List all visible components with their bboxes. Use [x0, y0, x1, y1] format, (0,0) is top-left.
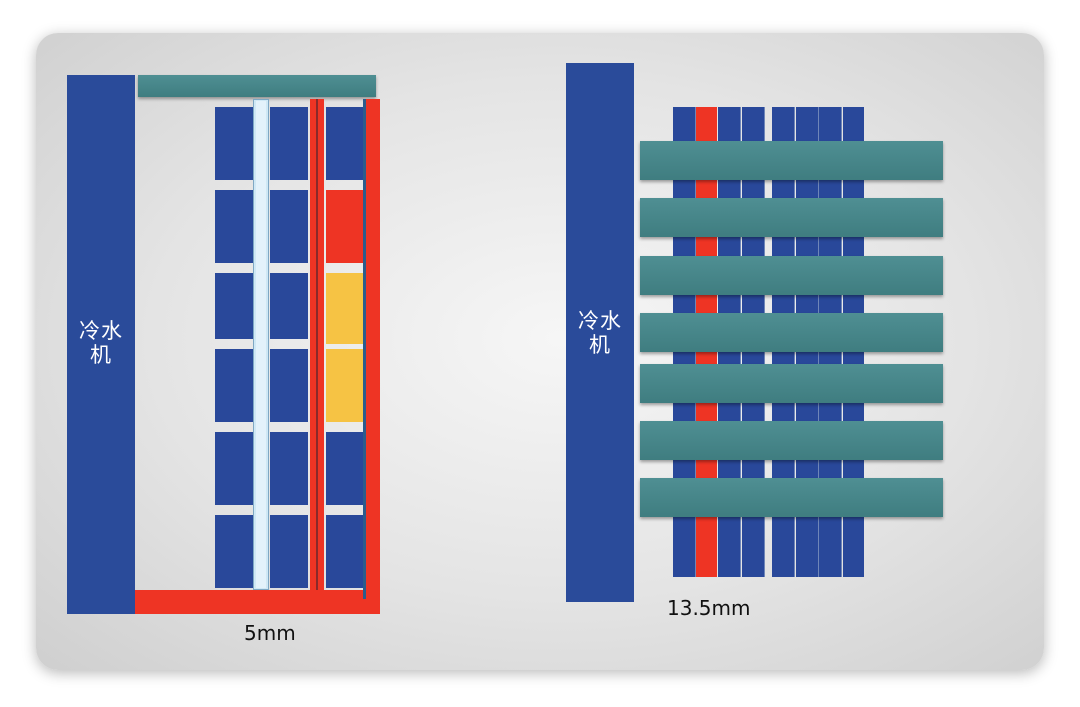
cell [215, 273, 253, 339]
left-dimension-label: 5mm [244, 621, 296, 645]
left-bottom-red-pipe [135, 590, 380, 614]
cell [215, 515, 253, 588]
right-chiller-block: 冷水 机 [566, 63, 634, 602]
cell [326, 107, 363, 180]
cell [326, 515, 363, 588]
cell [215, 349, 253, 422]
pipe-separator [316, 99, 318, 590]
warm-cell [326, 349, 363, 422]
pipe-separator [363, 99, 366, 599]
cell [215, 107, 253, 180]
right-chiller-label: 冷水 机 [566, 309, 634, 357]
hot-cell [326, 190, 363, 263]
right-cooling-bar [640, 141, 943, 180]
cell [270, 190, 308, 263]
cell [270, 432, 308, 505]
right-cooling-bar [640, 364, 943, 403]
cell [270, 515, 308, 588]
cell [215, 432, 253, 505]
left-top-cooling-bar [138, 75, 376, 97]
left-chiller-label: 冷水 机 [67, 319, 135, 367]
right-chiller-label-line2: 机 [589, 333, 611, 357]
right-cooling-bar [640, 478, 943, 517]
right-cooling-bar [640, 256, 943, 295]
cell [270, 349, 308, 422]
left-chiller-label-line1: 冷水 [79, 319, 123, 343]
right-cooling-bar [640, 421, 943, 460]
right-cooling-bar [640, 198, 943, 237]
cell [270, 273, 308, 339]
cell [326, 432, 363, 505]
right-chiller-label-line1: 冷水 [578, 309, 622, 333]
left-chiller-block: 冷水 机 [67, 75, 135, 614]
right-cooling-bar [640, 313, 943, 352]
pipe-core [256, 101, 266, 588]
left-red-pipe-right [363, 99, 380, 590]
cell [270, 107, 308, 180]
warm-cell [326, 273, 363, 344]
cell [215, 190, 253, 263]
right-dimension-label: 13.5mm [667, 596, 751, 620]
left-chiller-label-line2: 机 [90, 343, 112, 367]
